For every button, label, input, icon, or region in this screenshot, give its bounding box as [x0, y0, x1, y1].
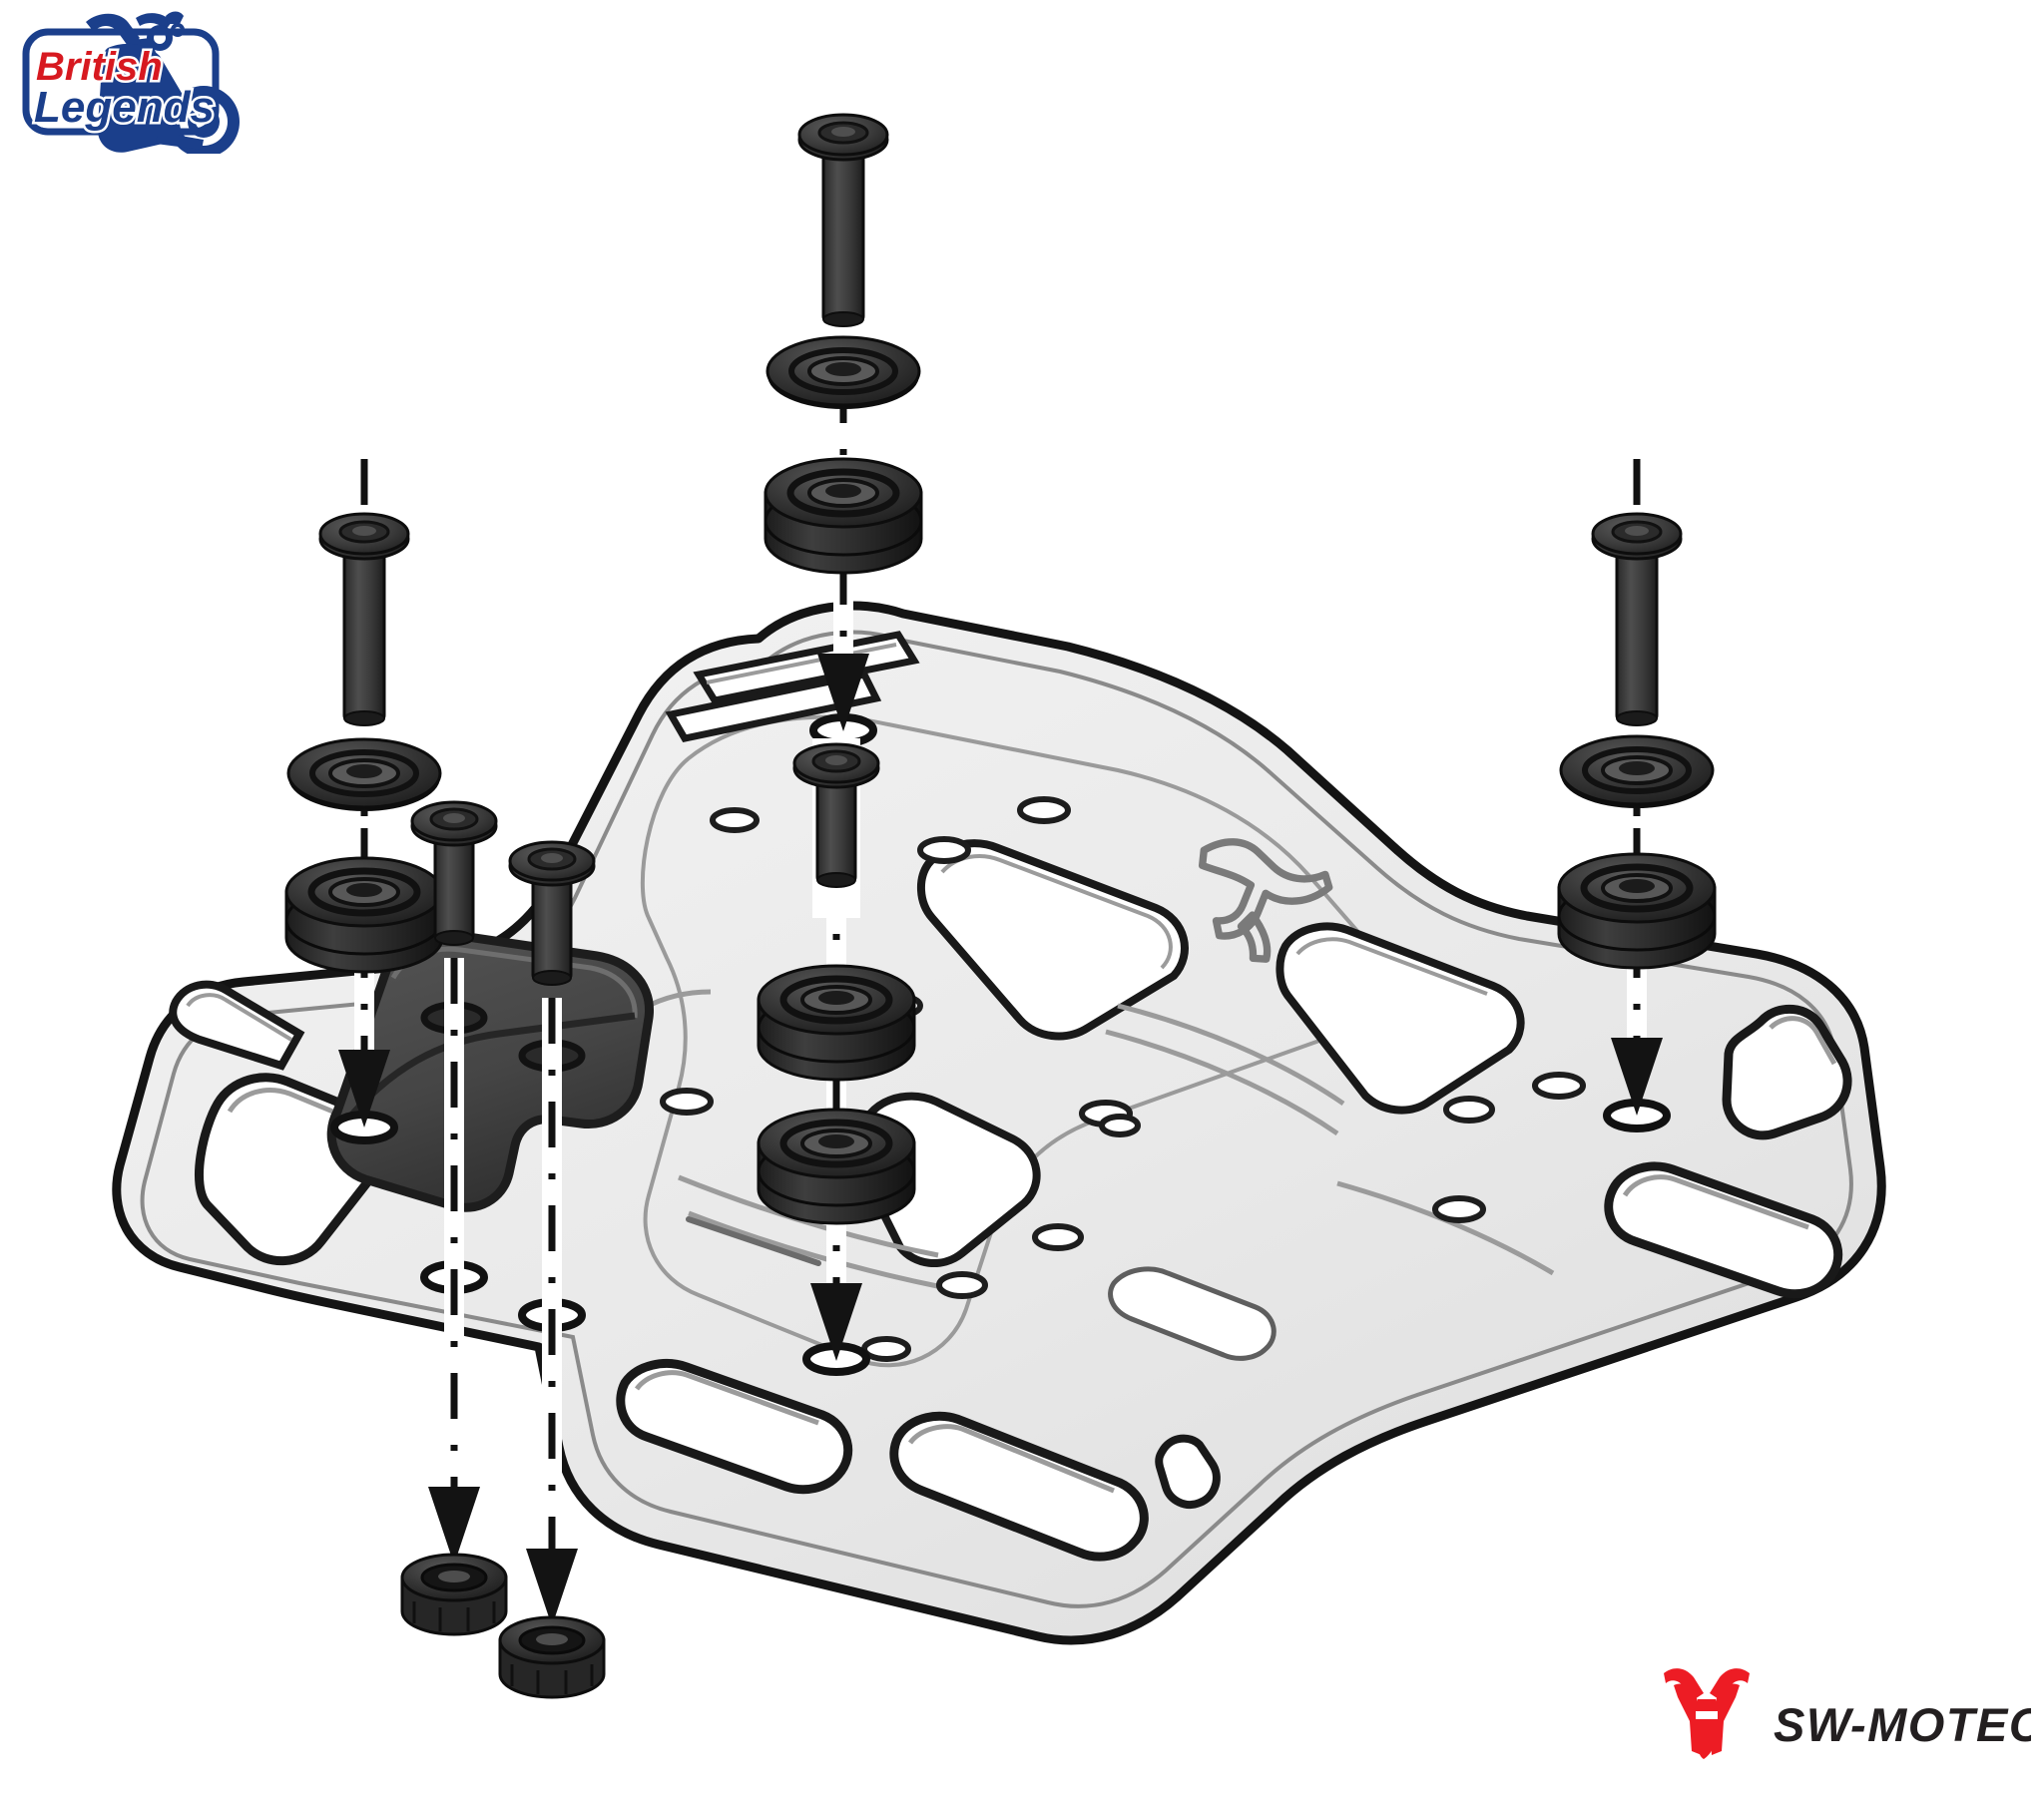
rubber-grommet-right-outer [1559, 854, 1715, 968]
sw-motech-wordmark: SW-MOTECH [1774, 1698, 2031, 1751]
rubber-grommet-top-center [766, 459, 921, 573]
plate-engraved-line [686, 1216, 821, 1266]
plate-engraved-slot [1108, 1266, 1277, 1361]
motorcycle-icon [86, 11, 240, 154]
logo-badge-outline [22, 28, 220, 136]
plate-slot-bottom-center [889, 1411, 1149, 1562]
bull-head-icon [1664, 1668, 1750, 1759]
logo-text-british: British [36, 45, 163, 89]
hardware-column-center-mid [759, 738, 914, 1223]
plate-pocket-right-mid [1276, 922, 1525, 1115]
plate-cutout-right-wing-upper [1722, 1004, 1852, 1140]
plate-embossed-bull-icon [1199, 838, 1333, 963]
flat-washer-right-outer [1561, 736, 1713, 808]
sw-motech-logo-svg: SW-MOTECH [1664, 1668, 2031, 1759]
plate-slot-right-wing-lower [1604, 1161, 1843, 1299]
flat-washer-left-outer [288, 739, 440, 811]
hex-flange-nut-right [498, 1615, 606, 1699]
british-legends-logo-svg: British Legends [22, 11, 240, 154]
flat-washer-top-center [767, 337, 919, 409]
plate-slot-top-left-2 [665, 671, 882, 742]
plate-slot-bottom-small [1155, 1434, 1221, 1509]
plate-slot-top-left [693, 631, 920, 704]
hex-flange-nut-left [400, 1553, 508, 1636]
rubber-grommet-center-upper [759, 966, 914, 1080]
rubber-grommet-center-lower [759, 1110, 914, 1223]
logo-text-legends: Legends [34, 83, 215, 132]
british-legends-logo: British Legends [8, 4, 297, 154]
plate-slot-left-wing [169, 980, 305, 1071]
sw-motech-logo: SW-MOTECH [1652, 1659, 2031, 1767]
rubber-grommet-left-outer [286, 858, 442, 972]
plate-slot-bottom-left [616, 1359, 853, 1495]
